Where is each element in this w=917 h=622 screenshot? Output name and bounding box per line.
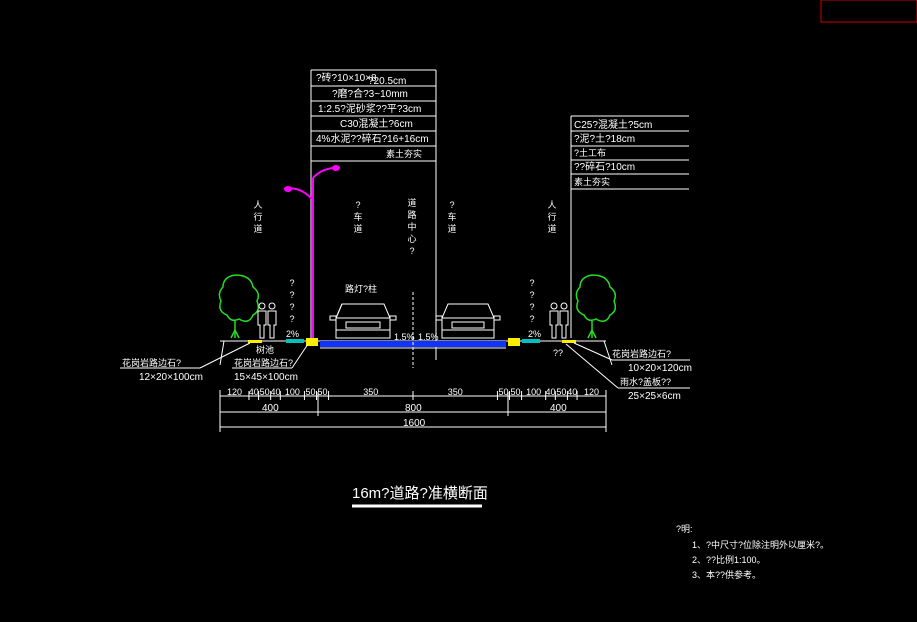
- right-slope: 2%: [528, 329, 541, 339]
- vlabel-greenbelt-right: ?: [529, 314, 534, 324]
- left-layer-1b: ?20.5cm: [368, 76, 406, 87]
- dim-800: 800: [405, 403, 422, 414]
- vlabel-lane-left: ?: [355, 200, 360, 210]
- dim-segment: 40: [270, 387, 280, 397]
- dim-segment: 50: [511, 387, 521, 397]
- left-curb-a: 花岗岩路边石?: [122, 357, 181, 368]
- dim-1600: 1600: [403, 418, 426, 429]
- vlabel-greenbelt-left: ?: [289, 302, 294, 312]
- left-layer-1: ?砖?10×10×8: [316, 71, 377, 84]
- left-layer-5: 4%水泥??碎石?16+16cm: [316, 132, 429, 145]
- vlabel-sidewalk-left: 道: [253, 223, 262, 234]
- left-tree-pit: 树池: [256, 344, 274, 355]
- vlabel-sidewalk-left: 人: [253, 200, 262, 210]
- right-tree-icon: [575, 274, 617, 339]
- center-slope-left: 1.5%: [394, 332, 415, 342]
- right-layer-3: ?土工布: [574, 147, 606, 158]
- vlabel-sidewalk-left: 行: [253, 211, 262, 222]
- dim-segment: 100: [285, 387, 300, 397]
- note-2: 2、??比例1:100。: [692, 554, 766, 565]
- left-tree-icon: [218, 274, 260, 339]
- right-grate: 雨水?盖板??: [620, 376, 671, 387]
- left-curb-a-size: 12×20×100cm: [139, 372, 203, 383]
- vlabel-median: ?: [409, 246, 414, 256]
- vlabel-greenbelt-right: ?: [529, 302, 534, 312]
- drawing-title: 16m?道路?准横断面: [352, 485, 488, 502]
- right-car-icon: [435, 303, 501, 339]
- dim-segment: 350: [448, 387, 463, 397]
- vlabel-greenbelt-right: ?: [529, 290, 534, 300]
- right-layer-table: [570, 115, 689, 338]
- vlabel-greenbelt-left: ?: [289, 290, 294, 300]
- dim-segment: 50: [305, 387, 315, 397]
- left-slope: 2%: [286, 329, 299, 339]
- right-curb-a: 花岗岩路边石?: [612, 348, 671, 359]
- vlabel-greenbelt-left: ?: [289, 314, 294, 324]
- dim-segment: 40: [249, 387, 259, 397]
- vlabel-sidewalk-right: 行: [547, 211, 556, 222]
- left-layer-6: 素土夯实: [386, 148, 422, 159]
- dim-segment: 350: [363, 387, 378, 397]
- frame-corner: [820, 0, 917, 23]
- dim-segment: 50: [498, 387, 508, 397]
- left-car-icon: [329, 303, 397, 339]
- vlabel-sidewalk-right: 道: [547, 223, 556, 234]
- left-curb-b-size: 15×45×100cm: [234, 372, 298, 383]
- dim-segment: 120: [227, 387, 242, 397]
- dim-segment: 100: [526, 387, 541, 397]
- vlabel-greenbelt-right: ?: [529, 278, 534, 288]
- dim-segment: 40: [567, 387, 577, 397]
- right-pedestrians-icon: [549, 302, 569, 339]
- right-layer-1: C25?混凝土?5cm: [574, 118, 652, 131]
- dim-segment: 50: [260, 387, 270, 397]
- dim-400-left: 400: [262, 403, 279, 414]
- vlabel-lane-right: ?: [449, 200, 454, 210]
- right-layer-2: ?泥?土?18cm: [574, 132, 635, 145]
- dim-segment: 40: [546, 387, 556, 397]
- road-cross-section: [219, 292, 613, 368]
- right-layer-5: 素土夯实: [574, 176, 610, 187]
- dim-400-right: 400: [550, 403, 567, 414]
- note-1: 1、?中尺寸?位除注明外以厘米?。: [692, 539, 829, 550]
- vlabel-median: 路: [407, 209, 416, 220]
- vlabel-median: 心: [407, 234, 416, 244]
- vlabel-lane-right: 道: [447, 223, 456, 234]
- vlabel-median: 中: [407, 221, 416, 232]
- dim-segment: 50: [556, 387, 566, 397]
- left-layer-table: [310, 69, 437, 360]
- vlabel-lane-right: 车: [447, 211, 456, 222]
- vlabel-median: 道: [407, 197, 416, 208]
- right-curb-a-size: 10×20×120cm: [628, 363, 692, 374]
- vlabel-greenbelt-left: ?: [289, 278, 294, 288]
- vlabel-lane-left: 车: [353, 211, 362, 222]
- left-layer-2: ?磨?合?3~10mm: [332, 87, 408, 100]
- left-pedestrians-icon: [257, 302, 277, 339]
- center-slope-right: 1.5%: [418, 332, 439, 342]
- vlabel-sidewalk-right: 人: [547, 200, 556, 210]
- dimension-ticks: [248, 391, 607, 400]
- right-layer-4: ??碎石?10cm: [574, 160, 635, 173]
- street-lamp-icon: [284, 165, 340, 338]
- note-3: 3、本??供参考。: [692, 569, 761, 580]
- notes-heading: ?明:: [676, 524, 693, 534]
- left-curb-b: 花岗岩路边石?: [234, 357, 293, 368]
- dim-segment: 50: [318, 387, 328, 397]
- left-layer-3: 1:2.5?泥砂浆??平?3cm: [318, 102, 421, 115]
- callout-leaders: [120, 342, 690, 389]
- dim-segment: 120: [584, 387, 599, 397]
- vlabel-lane-left: 道: [353, 223, 362, 234]
- left-layer-4: C30混凝土?6cm: [340, 117, 413, 130]
- lamp-label: 路灯?柱: [345, 283, 377, 294]
- right-tree-pit: ??: [553, 348, 563, 358]
- right-grate-size: 25×25×6cm: [628, 391, 681, 402]
